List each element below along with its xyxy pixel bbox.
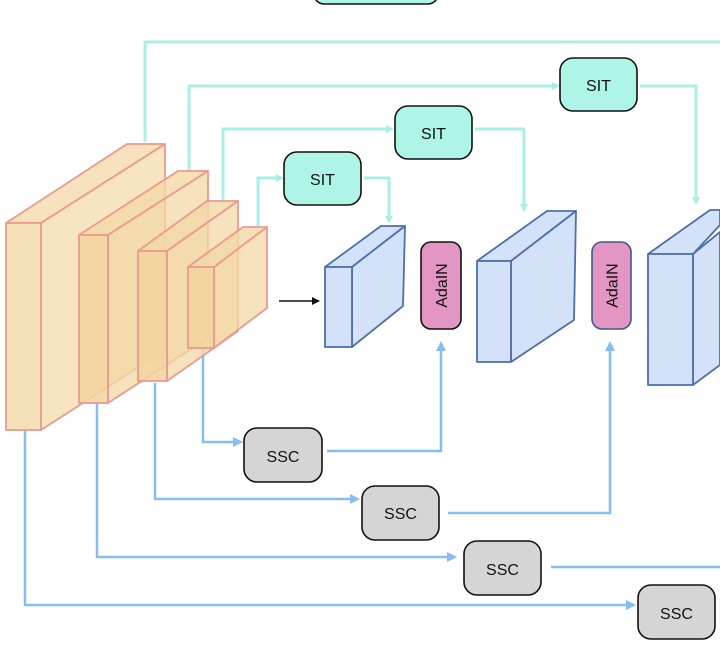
- sit-line-2-out: [475, 127, 528, 212]
- sit-line-3-out: [640, 84, 700, 205]
- decoder-map-1: [324, 225, 406, 348]
- adain-label: AdaIN: [605, 263, 622, 307]
- sit-block-2: SIT: [394, 105, 473, 160]
- ssc-line-1-in: [201, 349, 243, 447]
- sit-line-2-in: [221, 125, 394, 203]
- sit-connectors: [143, 40, 720, 226]
- adain-block-1: AdaIN: [420, 241, 462, 330]
- ssc-line-1-out: [327, 341, 446, 453]
- ssc-block-3: SSC: [463, 540, 542, 596]
- ssc-block-4: SSC: [637, 584, 716, 640]
- ssc-block-1: SSC: [243, 427, 323, 483]
- ssc-line-3-in: [95, 404, 457, 562]
- ssc-label: SSC: [660, 606, 693, 623]
- sit-line-1-in: [256, 174, 284, 226]
- adain-block-2: AdaIN: [591, 241, 632, 330]
- adain-label: AdaIN: [434, 263, 451, 307]
- decoder-map-2: [476, 210, 577, 363]
- ssc-line-4-in: [23, 430, 636, 610]
- ssc-label: SSC: [267, 449, 300, 466]
- sit-line-3-in: [187, 82, 560, 172]
- ssc-block-2: SSC: [361, 485, 440, 541]
- decoder-map-3: [647, 209, 720, 386]
- ssc-label: SSC: [384, 506, 417, 523]
- ssc-line-2-in: [153, 383, 360, 504]
- sit-label: SIT: [586, 78, 611, 95]
- sit-block-top-partial: [315, 0, 437, 5]
- ssc-connectors: [23, 341, 720, 610]
- encoder-feature-maps: [5, 143, 268, 431]
- ssc-label: SSC: [486, 562, 519, 579]
- sit-line-1-out: [364, 176, 393, 224]
- decoder-feature-maps: [324, 209, 720, 386]
- encoder-map-4: [187, 226, 268, 349]
- sit-line-outer: [143, 40, 720, 142]
- sit-block-1: SIT: [283, 151, 362, 206]
- ssc-line-2-out: [448, 341, 615, 515]
- sit-label: SIT: [421, 126, 446, 143]
- sit-label: SIT: [310, 172, 335, 189]
- sit-block-3: SIT: [559, 57, 638, 112]
